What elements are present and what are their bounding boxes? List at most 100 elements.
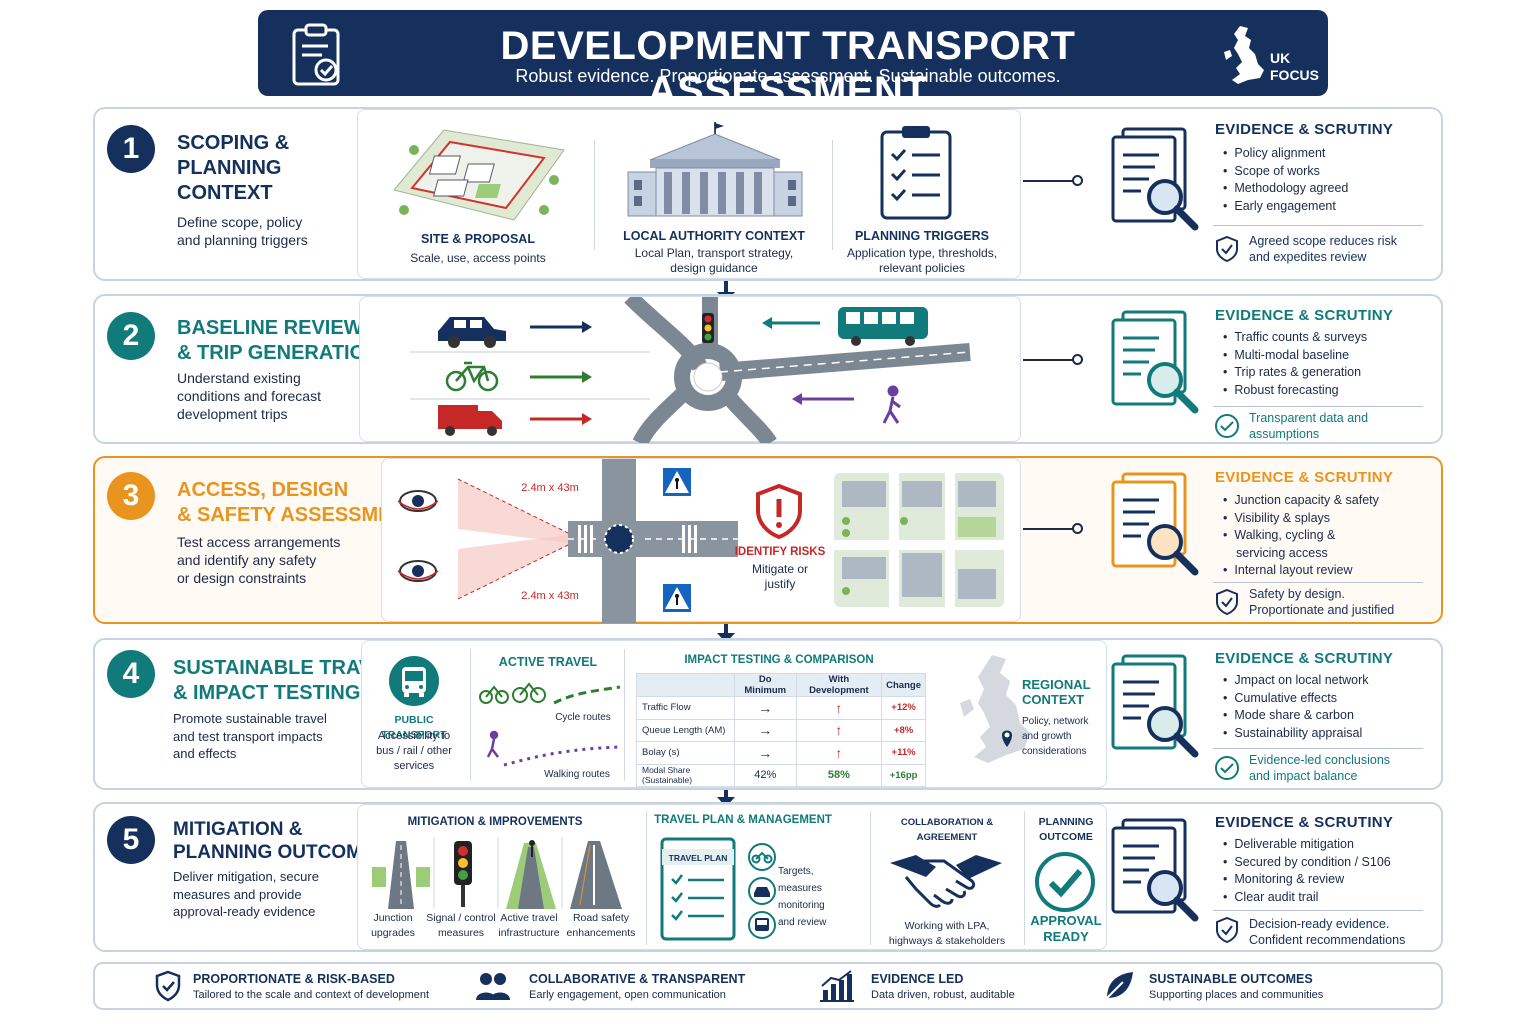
checklist-clipboard-icon [880, 126, 952, 220]
bicycle-icon [445, 361, 499, 392]
document-magnifier-icon [1111, 310, 1199, 414]
evidence-item: Junction capacity & safety [1223, 492, 1379, 510]
evidence-item: Trip rates & generation [1223, 364, 1367, 382]
visibility-splay-diagram [397, 459, 738, 623]
evidence-item: Cumulative effects [1223, 690, 1368, 708]
flow-arrow [724, 281, 728, 293]
evidence-panel: EVIDENCE & SCRUTINY Deliverable mitigati… [1105, 804, 1445, 950]
page-subtitle: Robust evidence. Proportionate assessmen… [515, 66, 1061, 86]
table-cell: +11% [881, 741, 926, 765]
impact-comparison-table: Do Minimum With Development Change Traff… [636, 673, 926, 787]
table-cell: Queue Length (AM) [636, 718, 735, 742]
evidence-list: Traffic counts & surveys Multi-modal bas… [1223, 329, 1367, 399]
principle-title: PROPORTIONATE & RISK-BASED [193, 972, 395, 986]
connector-line [1023, 180, 1075, 182]
page-header: DEVELOPMENT TRANSPORT ASSESSMENT Robust … [258, 10, 1328, 113]
stage-number: 5 [107, 816, 155, 864]
stage-title: ACCESS, DESIGN & SAFETY ASSESSMENT [177, 479, 419, 526]
cycle-routes-label: Cycle routes [555, 712, 611, 723]
table-cell: +16pp [881, 763, 926, 787]
stage-title: SCOPING & PLANNING CONTEXT [177, 132, 290, 204]
approval-ready-label: APPROVAL READY [1030, 913, 1102, 944]
flow-arrow [724, 624, 728, 634]
travel-plan-desc: Targets, measures monitoring and review [778, 866, 827, 928]
table-cell: ↑ [795, 741, 883, 765]
stage-number: 1 [107, 125, 155, 173]
principle-item: EVIDENCE LED Data driven, robust, audita… [819, 964, 1059, 1008]
stage-3-row: 3 ACCESS, DESIGN & SAFETY ASSESSMENT Tes… [93, 456, 1443, 624]
public-transport-title: PUBLIC TRANSPORT [381, 714, 447, 741]
evidence-list: Policy alignment Scope of works Methodol… [1223, 145, 1348, 215]
internal-layout-plan [834, 473, 1004, 607]
divider [832, 140, 833, 250]
clipboard-check-icon [292, 23, 340, 86]
divider [1213, 406, 1423, 407]
evidence-panel: EVIDENCE & SCRUTINY Traffic counts & sur… [1105, 296, 1445, 442]
evidence-note: Evidence-led conclusions and impact bala… [1249, 753, 1391, 783]
truck-icon [438, 405, 502, 436]
identify-risks-title: IDENTIFY RISKS [734, 546, 826, 558]
table-cell: +12% [881, 696, 926, 720]
flow-arrow [724, 790, 728, 798]
access-design-panel: 2.4m x 43m 2.4m x 43m IDENTIFY RISKS Mit… [381, 458, 1021, 623]
evidence-title: EVIDENCE & SCRUTINY [1215, 121, 1394, 138]
table-header-row: Do Minimum With Development Change [636, 673, 926, 697]
principles-footer: PROPORTIONATE & RISK-BASED Tailored to t… [93, 962, 1443, 1010]
document-magnifier-icon [1111, 654, 1199, 758]
mitigation-title: MITIGATION & IMPROVEMENTS [407, 816, 583, 828]
mitigation-item-label: Signal / control measures [426, 912, 496, 939]
uk-focus-badge: UK FOCUS [1270, 50, 1319, 83]
connector-line [1023, 359, 1075, 361]
document-magnifier-icon [1111, 472, 1199, 576]
table-cell: ↑ [795, 718, 883, 742]
stage-title: MITIGATION & PLANNING OUTCOME [173, 819, 375, 863]
evidence-item: Traffic counts & surveys [1223, 329, 1367, 347]
table-row: Traffic Flow → ↑ +12% [636, 696, 926, 720]
divider [594, 140, 595, 250]
local-authority-title: LOCAL AUTHORITY CONTEXT [623, 229, 805, 243]
travel-plan-title: TRAVEL PLAN & MANAGEMENT [654, 814, 832, 826]
identify-risks-desc: Mitigate or justify [751, 562, 809, 591]
mitigation-item-label: Active travel infrastructure [498, 912, 560, 939]
walking-routes-label: Walking routes [544, 769, 610, 780]
stage-number: 4 [107, 650, 155, 698]
mitigation-item-label: Junction upgrades [371, 912, 415, 939]
mitigation-icons [372, 837, 622, 909]
road-safety-icon [570, 841, 622, 909]
table-header: With Development [795, 673, 883, 697]
pedestrian-crossing-sign-icon [663, 584, 691, 612]
evidence-item: Policy alignment [1223, 145, 1348, 163]
regional-context-title: REGIONAL CONTEXT [1022, 677, 1091, 707]
evidence-title: EVIDENCE & SCRUTINY [1215, 814, 1394, 831]
evidence-note: Agreed scope reduces risk and expedites … [1249, 234, 1397, 264]
public-transport-desc: Accessibility to bus / rail / other serv… [376, 730, 452, 772]
document-magnifier-icon [1111, 127, 1199, 231]
mitigation-item-label: Road safety enhancements [566, 912, 636, 939]
principle-desc: Early engagement, open communication [529, 989, 726, 1001]
evidence-panel: EVIDENCE & SCRUTINY Junction capacity & … [1105, 458, 1445, 622]
evidence-item: Secured by condition / S106 [1223, 854, 1390, 872]
divider [1213, 910, 1423, 911]
evidence-item: Deliverable mitigation [1223, 836, 1391, 854]
stage-title: SUSTAINABLE TRAVEL & IMPACT TESTING [173, 657, 398, 704]
document-magnifier-icon [1111, 818, 1199, 922]
travel-plan-clipboard-icon [660, 837, 736, 941]
divider [1024, 811, 1025, 945]
site-proposal-title: SITE & PROPOSAL [421, 232, 535, 246]
connector-dot [1072, 175, 1083, 186]
evidence-item: Clear audit trail [1223, 889, 1391, 907]
stage-2-row: 2 BASELINE REVIEW & TRIP GENERATION Unde… [93, 294, 1443, 444]
evidence-item: Robust forecasting [1223, 382, 1367, 400]
context-panel: SITE & PROPOSAL Scale, use, access point… [357, 109, 1021, 279]
planning-outcome-title: PLANNING OUTCOME [1038, 816, 1094, 843]
splay-dimension-top: 2.4m x 43m [521, 482, 579, 494]
stage-description: Promote sustainable travel and test tran… [173, 711, 327, 761]
site-plan-icon [393, 129, 565, 221]
evidence-item: Scope of works [1223, 163, 1348, 181]
evidence-item-continuation: servicing access [1236, 545, 1328, 560]
evidence-title: EVIDENCE & SCRUTINY [1215, 307, 1394, 324]
site-proposal-desc: Scale, use, access points [410, 251, 546, 265]
shield-check-icon [1216, 916, 1238, 944]
principle-title: SUSTAINABLE OUTCOMES [1149, 972, 1313, 986]
table-cell: 58% [795, 763, 883, 787]
